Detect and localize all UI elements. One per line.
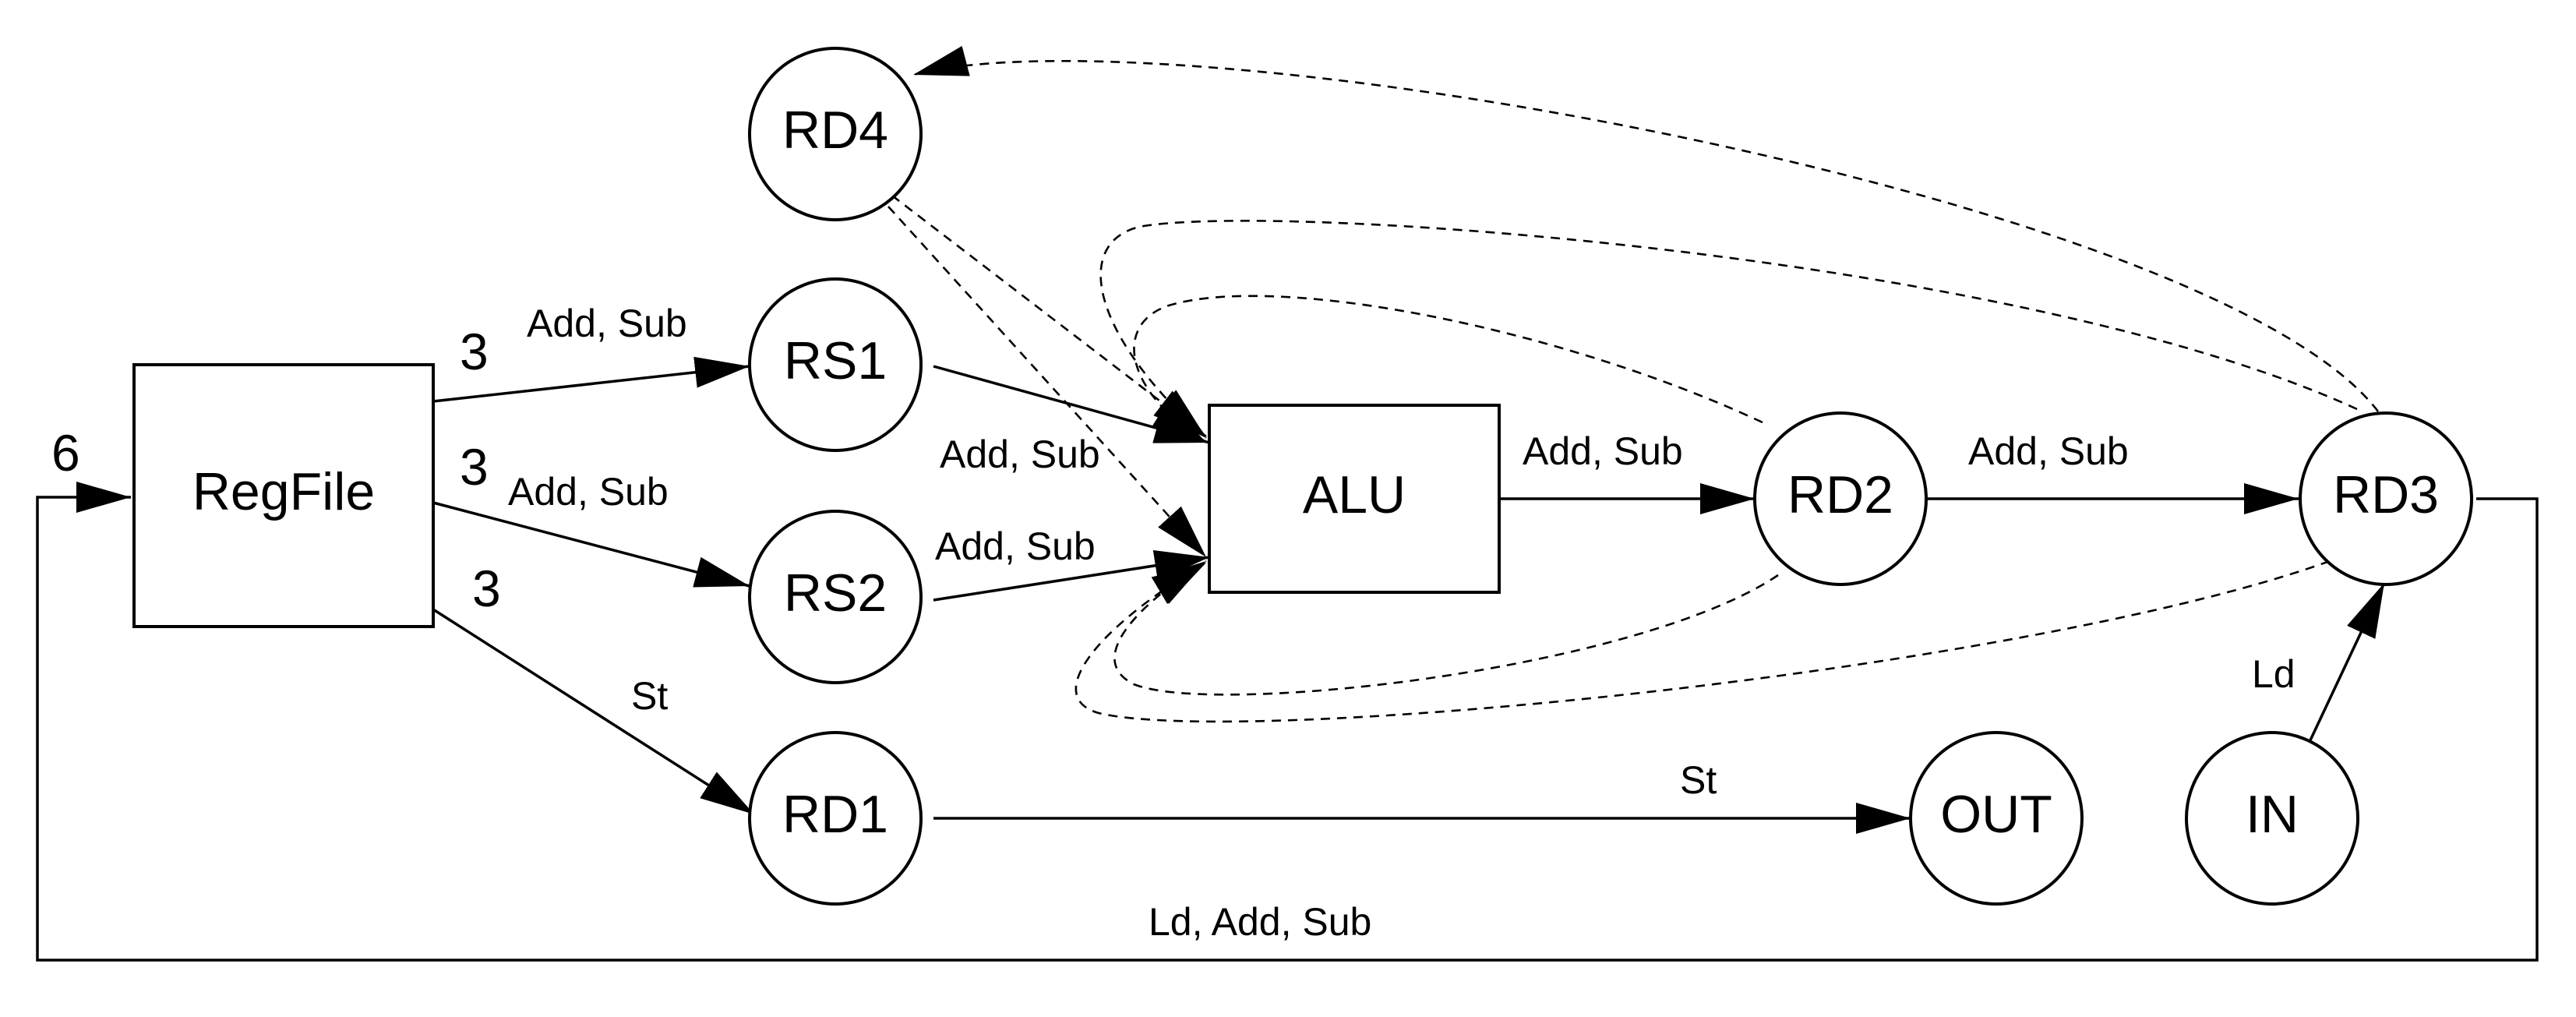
rs2-node: RS2 [748,510,923,684]
label-rd3-regfile: Ld, Add, Sub [1149,900,1371,944]
label-regfile-rs1: Add, Sub [527,302,687,345]
rd1-node: RD1 [748,731,923,906]
label-rd2-rd3: Add, Sub [1968,429,2129,473]
in-label: IN [2246,785,2299,844]
label-in-rd3: Ld [2252,652,2295,696]
label-rd1-out: St [1680,758,1717,802]
edge-regfile-rs2 [432,501,750,588]
rd2-label: RD2 [1787,465,1893,524]
rd3-label: RD3 [2333,465,2439,524]
out-label: OUT [1940,785,2052,844]
count-regfile-rs1: 3 [460,323,489,380]
count-regfile-rd1: 3 [472,560,501,617]
label-regfile-rd1: St [631,674,668,718]
edge-rd3-regfile-loop [36,482,2539,962]
edge-in-rd3 [2308,582,2386,743]
rd2-node: RD2 [1753,411,1928,586]
dashed-rd2-alu-top [1133,295,1763,444]
rs1-label: RS1 [784,331,887,390]
rs2-label: RS2 [784,563,887,623]
edge-rs1-alu [933,365,1210,444]
rs1-node: RS1 [748,277,923,452]
label-alu-rd2: Add, Sub [1523,429,1683,473]
label-rs2-alu: Add, Sub [935,524,1096,568]
in-node: IN [2185,731,2359,906]
count-regfile-rs2: 3 [460,438,489,496]
rd4-label: RD4 [782,101,888,160]
regfile-node: RegFile [132,363,435,628]
dashed-rd4-alu-2 [887,206,1207,558]
count-rd3-regfile: 6 [51,424,80,482]
dashed-rd3-rd4 [912,46,2380,412]
rd3-node: RD3 [2299,411,2473,586]
alu-node: ALU [1208,404,1501,594]
edge-regfile-rs1 [432,356,750,403]
regfile-label: RegFile [192,462,375,521]
alu-label: ALU [1303,465,1406,524]
dashed-rd3-alu-bottom [1075,560,2331,723]
label-regfile-rs2: Add, Sub [508,470,669,514]
rd4-node: RD4 [748,47,923,221]
edge-regfile-rd1 [432,608,755,816]
label-rs1-alu: Add, Sub [940,433,1100,476]
rd1-label: RD1 [782,785,888,844]
dashed-rd3-alu-top [1099,220,2358,439]
out-node: OUT [1909,731,2084,906]
